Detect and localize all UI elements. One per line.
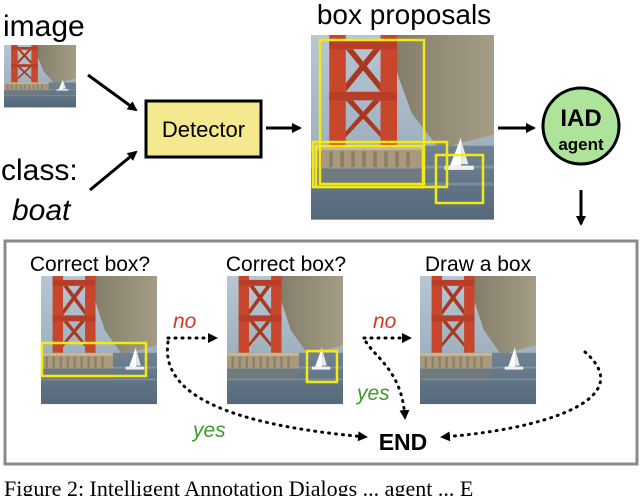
yes-label-1: yes	[191, 419, 226, 442]
proposal-box-boat	[434, 153, 485, 205]
input-image	[4, 45, 76, 108]
proposal-box-tower	[318, 38, 426, 186]
detector-label: Detector	[162, 117, 245, 142]
agent-line2: agent	[558, 135, 604, 154]
step2-title: Correct box?	[226, 253, 346, 276]
proposals-image	[311, 35, 494, 220]
detector-box: Detector	[144, 99, 263, 159]
class-label: class:	[1, 154, 78, 187]
iad-agent-node: IAD agent	[541, 86, 621, 166]
image-label: image	[3, 10, 85, 43]
step3-title: Draw a box	[425, 253, 532, 276]
proposal-box-base-alt	[314, 144, 425, 189]
yes-path-2	[364, 340, 410, 420]
step2-image	[227, 276, 343, 405]
yes-path-1	[165, 340, 368, 442]
class-to-detector-arrow	[89, 150, 138, 192]
figure-caption: Figure 2: Intelligent Annotation Dialogs…	[4, 476, 473, 496]
step1-box	[40, 341, 148, 378]
image-to-detector-arrow	[87, 73, 138, 112]
yes-label-2: yes	[355, 382, 390, 405]
class-value: boat	[12, 194, 72, 227]
draw-to-end-path	[440, 350, 602, 442]
agent-line1: IAD	[560, 105, 601, 132]
step1-title: Correct box?	[30, 253, 150, 276]
no-label-2: no	[373, 310, 397, 333]
step1-image	[41, 276, 157, 405]
proposal-boxes	[311, 38, 485, 205]
proposals-title: box proposals	[317, 0, 491, 30]
step2-box	[305, 349, 339, 384]
end-label: END	[379, 429, 428, 455]
no-label-1: no	[173, 310, 197, 333]
step3-image	[420, 276, 536, 405]
